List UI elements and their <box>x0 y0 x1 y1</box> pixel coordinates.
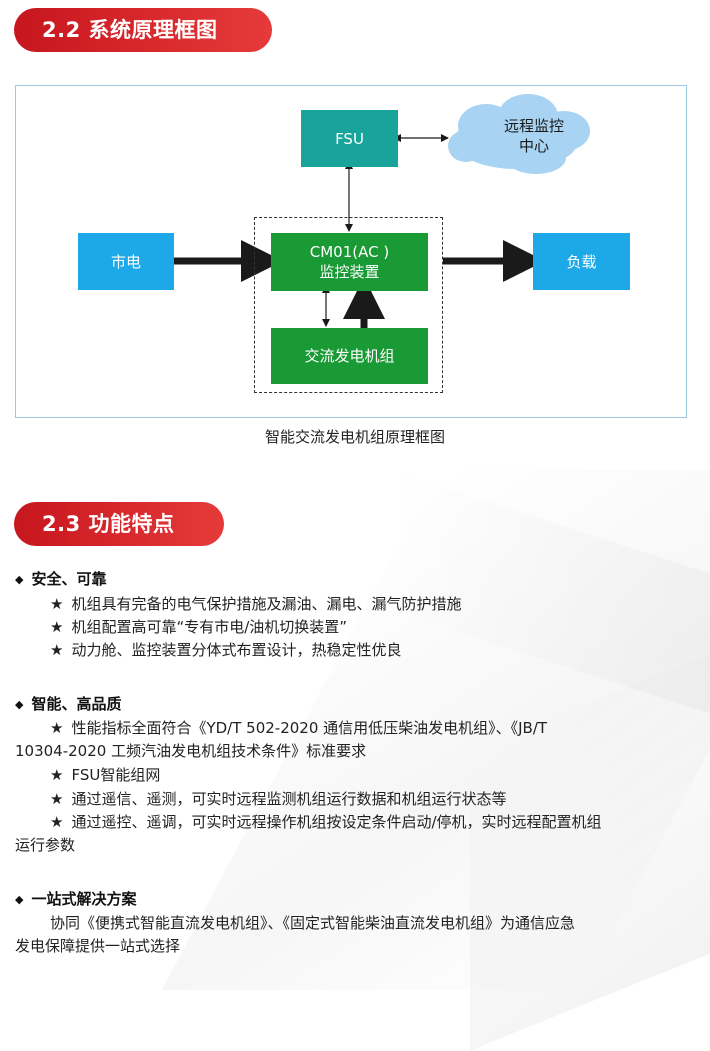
feature-item: ★ 动力舱、监控装置分体式布置设计，热稳定性优良 <box>50 639 710 660</box>
feature-heading-safety: ◆ 安全、可靠 <box>15 568 106 589</box>
remote-center-label: 远程监控 中心 <box>464 116 604 156</box>
heading-text: 智能、高品质 <box>31 695 122 713</box>
feature-heading-one-stop: ◆ 一站式解决方案 <box>15 888 136 909</box>
load-box: 负载 <box>533 233 630 290</box>
feature-item: ★ 性能指标全面符合《YD/T 502-2020 通信用低压柴油发电机组》、《JB… <box>50 717 700 738</box>
heading-text: 安全、可靠 <box>31 570 107 588</box>
feature-item: ★ 机组具有完备的电气保护措施及漏油、漏电、漏气防护措施 <box>50 593 710 614</box>
remote-center-line2: 中心 <box>518 137 549 155</box>
feature-item: ★ 机组配置高可靠“专有市电/油机切换装置” <box>50 616 710 637</box>
feature-text: 通过遥控、遥调，可实时远程操作机组按设定条件启动/停机，实时远程配置机组 <box>71 813 602 831</box>
star-bullet-icon: ★ <box>50 766 64 784</box>
generator-box: 交流发电机组 <box>271 328 428 384</box>
heading-text: 一站式解决方案 <box>31 890 137 908</box>
diagram-connectors <box>174 94 590 328</box>
monitoring-unit-group <box>254 217 443 393</box>
feature-text: 机组具有完备的电气保护措施及漏油、漏电、漏气防护措施 <box>71 595 462 613</box>
feature-item: ★ 通过遥控、遥调，可实时远程操作机组按设定条件启动/停机，实时远程配置机组 <box>50 811 700 832</box>
star-bullet-icon: ★ <box>50 719 64 737</box>
feature-text: 性能指标全面符合《YD/T 502-2020 通信用低压柴油发电机组》、《JB/… <box>71 719 548 737</box>
feature-text: 机组配置高可靠“专有市电/油机切换装置” <box>71 618 348 636</box>
diamond-bullet-icon: ◆ <box>15 698 24 711</box>
controller-box: CM01(AC ) 监控装置 <box>271 233 428 291</box>
system-block-diagram: 市电 FSU CM01(AC ) 监控装置 负载 交流发电机组 远程监控 中心 <box>15 85 687 418</box>
star-bullet-icon: ★ <box>50 790 64 808</box>
feature-item: ★ FSU智能组网 <box>50 764 710 785</box>
feature-heading-intelligence: ◆ 智能、高品质 <box>15 693 121 714</box>
fsu-box: FSU <box>301 110 398 167</box>
star-bullet-icon: ★ <box>50 618 64 636</box>
star-bullet-icon: ★ <box>50 595 64 613</box>
star-bullet-icon: ★ <box>50 641 64 659</box>
diagram-caption: 智能交流发电机组原理框图 <box>264 428 445 446</box>
feature-text: FSU智能组网 <box>71 766 161 784</box>
section-title-2-3: 2.3 功能特点 <box>14 502 224 546</box>
diamond-bullet-icon: ◆ <box>15 573 24 586</box>
feature-item: ★ 通过遥信、遥测，可实时远程监测机组运行数据和机组运行状态等 <box>50 788 710 809</box>
feature-item-continued: 运行参数 <box>15 836 76 854</box>
solution-text: 协同《便携式智能直流发电机组》、《固定式智能柴油直流发电机组》为通信应急 <box>50 914 576 932</box>
background-shape <box>380 466 710 714</box>
feature-text: 通过遥信、遥测，可实时远程监测机组运行数据和机组运行状态等 <box>71 790 507 808</box>
section-title-2-2: 2.2 系统原理框图 <box>14 8 272 52</box>
solution-text-continued: 发电保障提供一站式选择 <box>15 937 181 955</box>
diamond-bullet-icon: ◆ <box>15 893 24 906</box>
grid-power-box: 市电 <box>78 233 174 290</box>
star-bullet-icon: ★ <box>50 813 64 831</box>
controller-label: 监控装置 <box>319 263 380 281</box>
controller-model: CM01(AC ) <box>309 243 390 261</box>
feature-item-continued: 10304-2020 工频汽油发电机组技术条件》标准要求 <box>15 742 367 760</box>
remote-center-line1: 远程监控 <box>503 117 564 135</box>
cloud-icon <box>448 94 590 174</box>
feature-text: 动力舱、监控装置分体式布置设计，热稳定性优良 <box>71 641 402 659</box>
